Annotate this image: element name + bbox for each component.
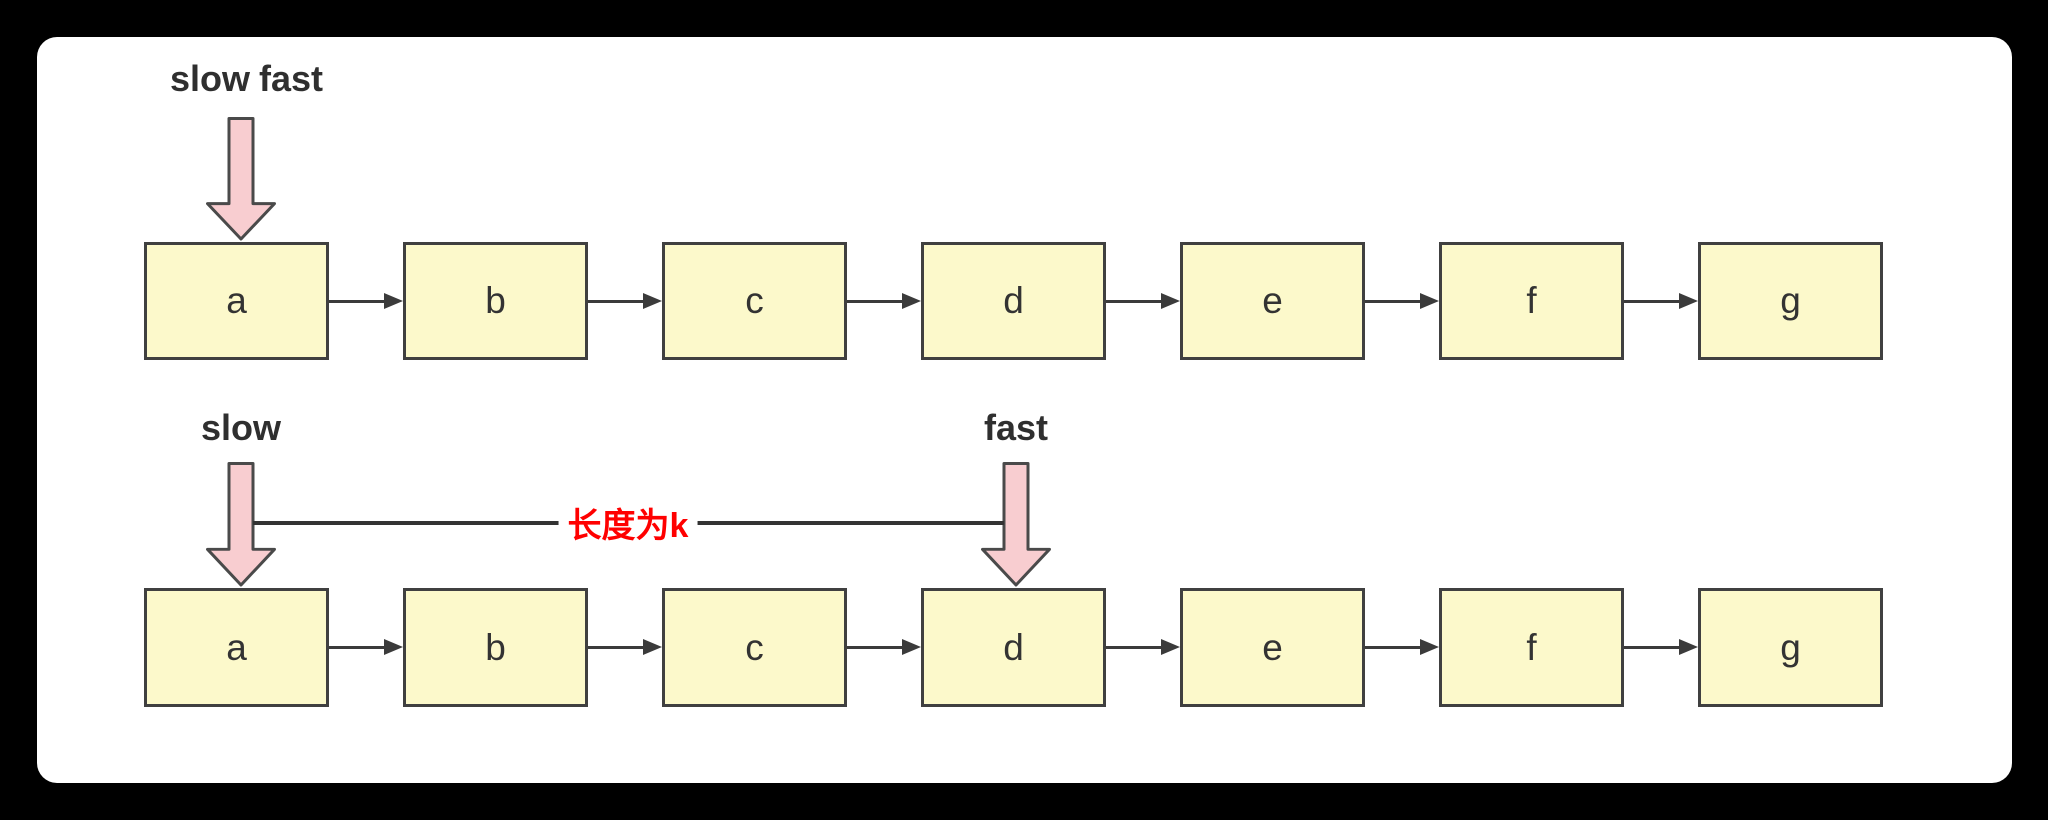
slow-fast-pointer-arrow-icon	[206, 117, 276, 241]
next-pointer-arrow-icon	[1365, 293, 1439, 309]
next-pointer-arrow-icon	[329, 639, 403, 655]
slow-pointer-arrow-icon	[206, 462, 276, 587]
next-pointer-arrow-icon	[847, 639, 921, 655]
fast-pointer-label: fast	[259, 58, 324, 99]
next-pointer-arrow-icon	[1624, 639, 1698, 655]
next-pointer-arrow-icon	[329, 293, 403, 309]
next-pointer-arrow-icon	[1624, 293, 1698, 309]
linked-list-node: a	[144, 588, 329, 707]
next-pointer-arrow-icon	[1365, 639, 1439, 655]
next-pointer-arrow-icon	[1106, 639, 1180, 655]
slow-pointer-label: slow	[200, 407, 282, 448]
linked-list-node: c	[662, 588, 847, 707]
slow-pointer-label: slow	[170, 58, 251, 99]
next-pointer-arrow-icon	[847, 293, 921, 309]
linked-list-node: f	[1439, 242, 1624, 360]
fast-pointer-label: fast	[983, 407, 1049, 448]
next-pointer-arrow-icon	[1106, 293, 1180, 309]
linked-list-node: d	[921, 242, 1106, 360]
linked-list-node: g	[1698, 242, 1883, 360]
length-k-label: 长度为k	[558, 506, 698, 547]
fast-pointer-arrow-icon	[981, 462, 1051, 587]
linked-list-node: b	[403, 588, 588, 707]
linked-list-node: d	[921, 588, 1106, 707]
linked-list-node: c	[662, 242, 847, 360]
next-pointer-arrow-icon	[588, 293, 662, 309]
next-pointer-arrow-icon	[588, 639, 662, 655]
linked-list-node: b	[403, 242, 588, 360]
linked-list-node: e	[1180, 242, 1365, 360]
linked-list-node: g	[1698, 588, 1883, 707]
linked-list-node: a	[144, 242, 329, 360]
linked-list-node: f	[1439, 588, 1624, 707]
linked-list-node: e	[1180, 588, 1365, 707]
